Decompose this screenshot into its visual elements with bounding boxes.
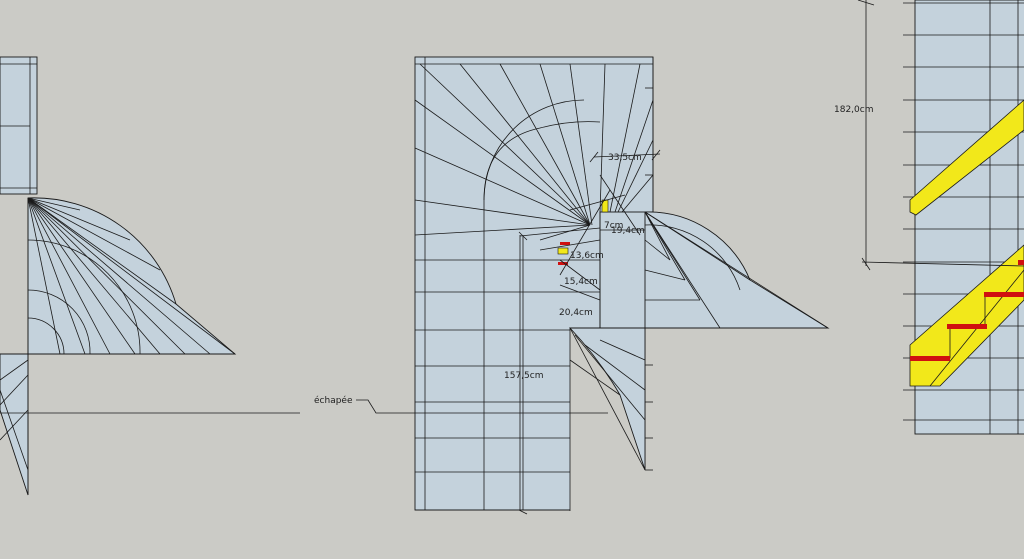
right-elevation: 182,0cm [834, 0, 1024, 435]
dim-157-5: 157,5cm [504, 371, 543, 381]
left-landing-block [0, 56, 38, 195]
center-stair-plan: 33,5cm 7cm 19,4cm 13,6cm 15,4cm 20,4cm 1… [314, 56, 830, 515]
dimension-lines [518, 149, 661, 515]
dim-19-4: 19,4cm [611, 226, 645, 236]
dim-182: 182,0cm [834, 105, 873, 115]
echappee-label: échapée [314, 395, 353, 406]
dim-33-5: 33,5cm [608, 153, 642, 163]
tread-lines [414, 63, 654, 473]
dim-13-6: 13,6cm [570, 251, 604, 261]
left-partial-stair [0, 56, 300, 496]
echappee-leader [356, 399, 608, 414]
left-fan-lines [0, 197, 236, 495]
dim-7: 7cm [604, 221, 623, 231]
dim-15-4: 15,4cm [564, 277, 598, 287]
dim-20-4: 20,4cm [559, 308, 593, 318]
